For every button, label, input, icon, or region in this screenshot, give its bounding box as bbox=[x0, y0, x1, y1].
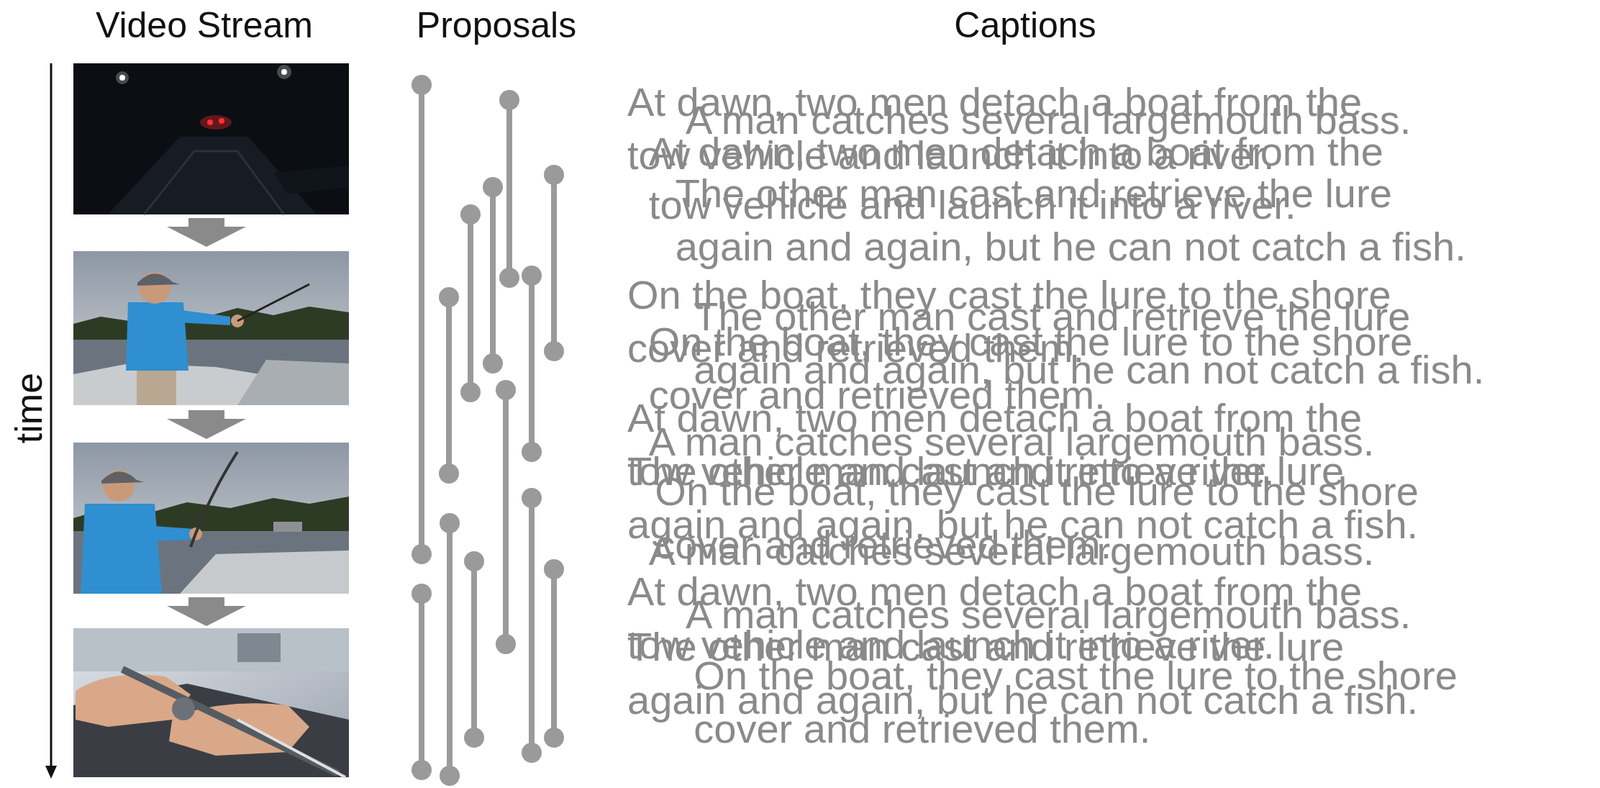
caption-text: On the boat, they cast the lure to the s… bbox=[693, 648, 1461, 756]
axis-label: time bbox=[7, 372, 51, 444]
video-frame bbox=[73, 251, 349, 406]
caption-text: The other man cast and retrieve the lure… bbox=[675, 166, 1470, 274]
column-header: Proposals bbox=[416, 4, 577, 47]
column-header: Video Stream bbox=[95, 4, 313, 47]
down-arrow bbox=[166, 410, 247, 439]
video-frame bbox=[73, 628, 349, 777]
down-arrow bbox=[166, 217, 247, 247]
video-frame bbox=[73, 63, 349, 215]
video-frame bbox=[73, 442, 349, 594]
down-arrow bbox=[166, 597, 247, 626]
temporal-proposals bbox=[411, 74, 565, 786]
column-header: Captions bbox=[953, 4, 1096, 47]
